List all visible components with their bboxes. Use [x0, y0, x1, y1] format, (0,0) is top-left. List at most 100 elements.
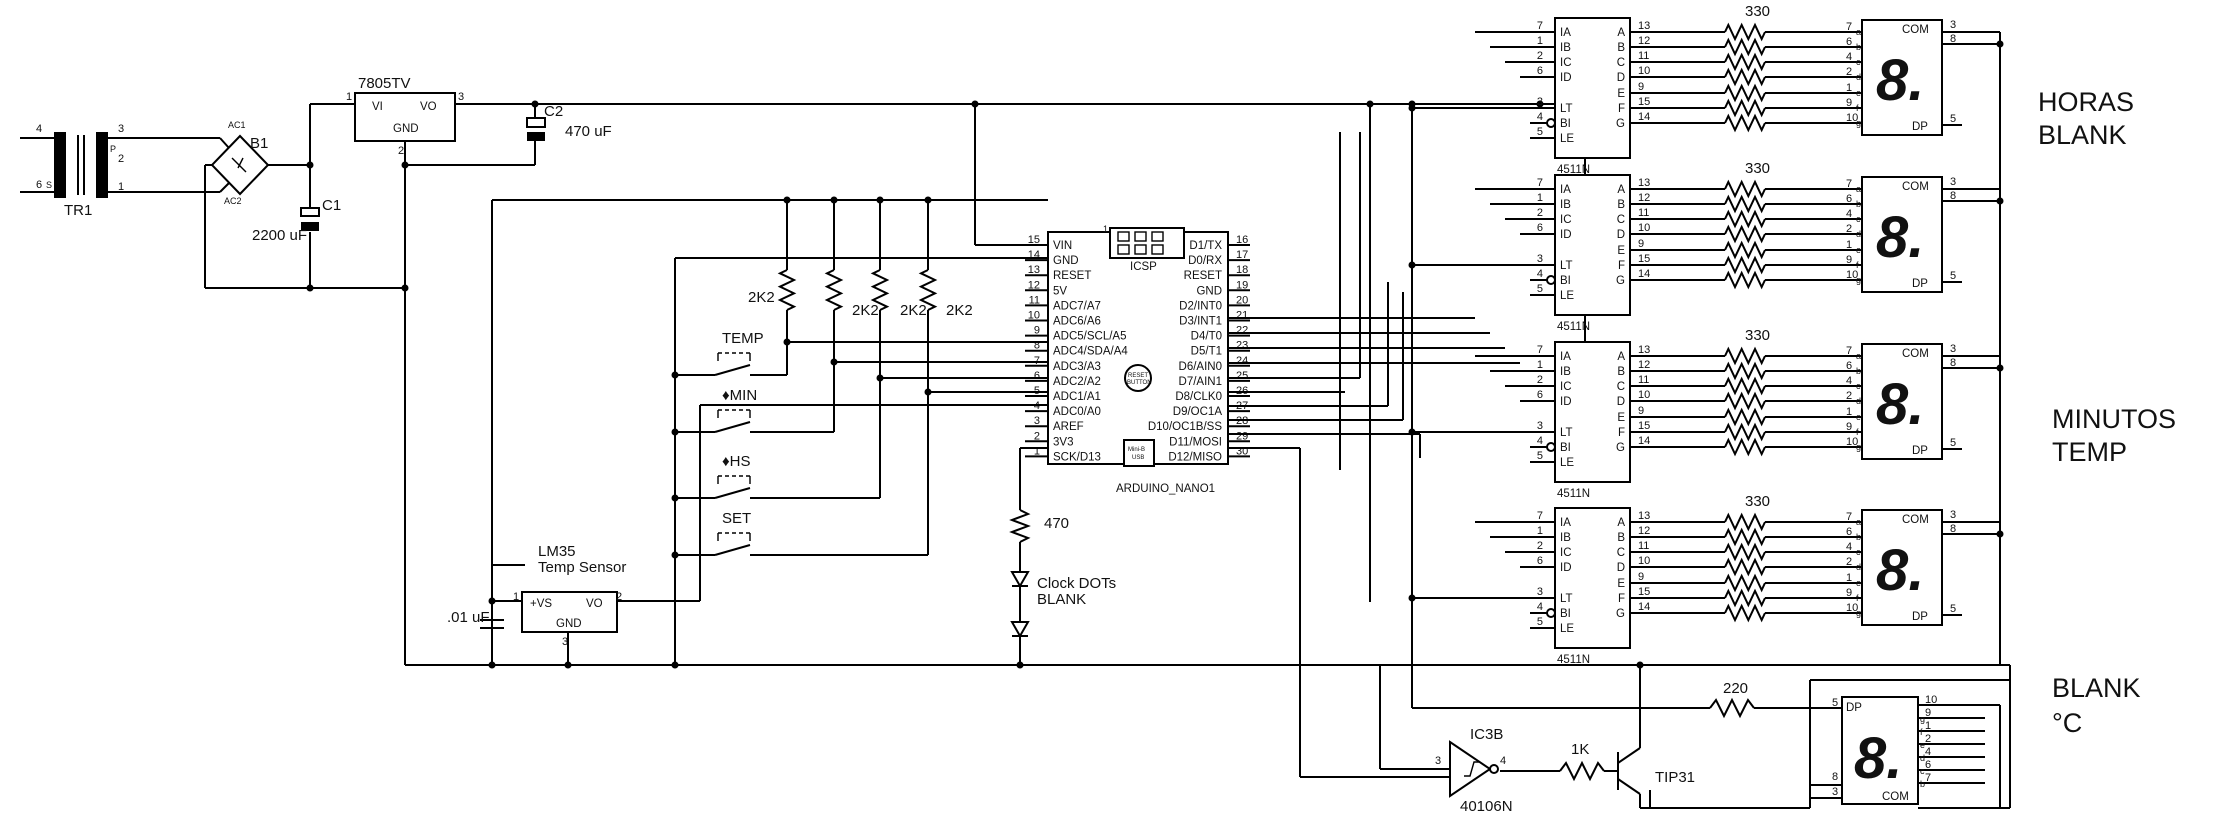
display-seg-pin-num: 10 — [1846, 112, 1858, 124]
decoder-right-pin-num: 15 — [1638, 586, 1650, 598]
display-seg-pin-num: 2 — [1846, 556, 1852, 568]
arduino-left-pin-num: 10 — [1028, 310, 1040, 322]
decoder-left-pin-label: LE — [1560, 290, 1574, 302]
segment-resistor — [1724, 573, 1766, 593]
arduino-left-pin-label: ADC5/SCL/A5 — [1053, 331, 1127, 343]
segment-resistor — [1724, 98, 1766, 118]
arduino-right-pin-label: D12/MISO — [1168, 451, 1222, 463]
decoder-left-pin-num: 1 — [1537, 35, 1543, 47]
decoder-right-pin-label: F — [1618, 593, 1625, 605]
decoder-left-pin-num: 7 — [1537, 20, 1543, 32]
decoder-bubble — [1546, 118, 1556, 128]
c2-value: 470 uF — [565, 123, 612, 140]
display-seg-pin-num: 4 — [1846, 541, 1852, 553]
display-dp-pin: 5 — [1950, 603, 1956, 615]
segment-resistor — [1724, 391, 1766, 411]
lm35-desc: Temp Sensor — [538, 559, 626, 576]
decoder-left-pin-num: 6 — [1537, 555, 1543, 567]
display-seg-pin-num: 4 — [1846, 208, 1852, 220]
display-seg-pin-num: 7 — [1846, 345, 1852, 357]
ic3b-ref: IC3B — [1470, 726, 1503, 743]
arduino-ref: ARDUINO_NANO1 — [1116, 483, 1215, 495]
display-seg-pin-label: a — [1856, 184, 1861, 194]
arduino-right-pin-label: D4/T0 — [1191, 331, 1222, 343]
deg-com: COM — [1882, 791, 1909, 803]
reg-vi: VI — [372, 101, 383, 113]
arduino-right-pin-label: D11/MOSI — [1169, 436, 1222, 448]
decoder-ref: 4511N — [1557, 488, 1590, 500]
decoder-right-pin-label: G — [1616, 275, 1625, 287]
arduino-right-pin-num: 29 — [1236, 430, 1248, 442]
arduino-left-pin-num: 1 — [1034, 445, 1040, 457]
decoder-left-pin-num: 6 — [1537, 65, 1543, 77]
pullup-label-2: 2K2 — [852, 302, 879, 319]
segment-resistor — [1724, 113, 1766, 133]
decoder-right-pin-label: C — [1617, 547, 1625, 559]
decoder-right-pin-label: E — [1617, 245, 1625, 257]
data-bus — [1228, 132, 1520, 778]
usb-line2: USB — [1132, 455, 1144, 461]
junction — [671, 551, 679, 559]
display-seg-pin-label: c — [1856, 57, 1861, 67]
display-seg-pin-num: 4 — [1846, 51, 1852, 63]
display-seg-pin-num: 2 — [1846, 390, 1852, 402]
deg-pin-num: 7 — [1925, 772, 1931, 784]
display-seg-pin-num: 1 — [1846, 239, 1852, 251]
decoder-right-pin-num: 12 — [1638, 359, 1650, 371]
decoder-left-pin-num: 1 — [1537, 192, 1543, 204]
led-label-1: Clock DOTs — [1037, 575, 1116, 592]
display-dp-pin: 5 — [1950, 437, 1956, 449]
decoder-right-pin-num: 12 — [1638, 192, 1650, 204]
decoder-right-pin-num: 10 — [1638, 389, 1650, 401]
seven-seg-display — [1861, 19, 1943, 136]
display-com-pin: 8 — [1950, 523, 1956, 535]
inverter-40106: IC3B 40106N 3 4 — [1379, 665, 1513, 815]
decoder-right-pin-label: B — [1617, 532, 1625, 544]
decoder-right-pin-num: 11 — [1638, 207, 1649, 219]
junction — [671, 428, 679, 436]
segment-resistor — [1724, 22, 1766, 42]
lm35-sensor: LM35 Temp Sensor +VS VO GND 1 2 3 — [492, 404, 1048, 665]
segment-resistor — [1724, 194, 1766, 214]
arduino-left-pin-num: 14 — [1028, 249, 1040, 261]
decoder-left-pin-label: LE — [1560, 133, 1574, 145]
decoder-left-pin-num: 3 — [1537, 420, 1543, 432]
decoder-left-pin-num: 5 — [1537, 283, 1543, 295]
ic3b-part: 40106N — [1460, 798, 1513, 815]
display-seg-pin-label: d — [1856, 229, 1861, 239]
segment-resistor — [1724, 179, 1766, 199]
tr1-p-label: P — [110, 144, 116, 154]
button-label: TEMP — [722, 330, 764, 347]
display-seg-pin-label: a — [1856, 351, 1861, 361]
display-seg-pin-label: e — [1856, 578, 1861, 588]
decoder-left-pin-label: BI — [1560, 275, 1571, 287]
display-seg-pin-label: c — [1856, 547, 1861, 557]
arduino-left-pin-label: SCK/D13 — [1053, 451, 1101, 463]
arduino-right-pin-num: 20 — [1236, 294, 1248, 306]
display-seg-pin-num: 1 — [1846, 406, 1852, 418]
display-com-pin: 3 — [1950, 19, 1956, 31]
deg-pin-label: e — [1920, 740, 1925, 750]
segment-resistor — [1724, 422, 1766, 442]
decoder-left-pin-label: IA — [1560, 184, 1571, 196]
display-com-label: COM — [1902, 181, 1929, 193]
display-seg-pin-num: 7 — [1846, 178, 1852, 190]
horas-label: HORAS — [2038, 87, 2134, 117]
display-seg-pin-label: a — [1856, 517, 1861, 527]
decoder-ref: 4511N — [1557, 654, 1590, 666]
arduino-right-pin-label: GND — [1196, 285, 1222, 297]
resistor-1k: 1K — [1500, 741, 1618, 782]
button-contact — [714, 421, 751, 433]
arduino-left-pin-label: ADC4/SDA/A4 — [1053, 346, 1128, 358]
segment-resistor — [1724, 603, 1766, 623]
decoder-right-pin-num: 13 — [1638, 344, 1650, 356]
deg-pin-label: g — [1920, 714, 1925, 724]
decoder-right-pin-label: C — [1617, 381, 1625, 393]
segment-resistor — [1724, 437, 1766, 457]
segment-resistor — [1724, 83, 1766, 103]
segment-resistor — [1724, 37, 1766, 57]
deg-pin-8: 8 — [1832, 771, 1838, 783]
tr1-pin-2: 2 — [118, 153, 124, 165]
decoder-right-pin-label: C — [1617, 214, 1625, 226]
